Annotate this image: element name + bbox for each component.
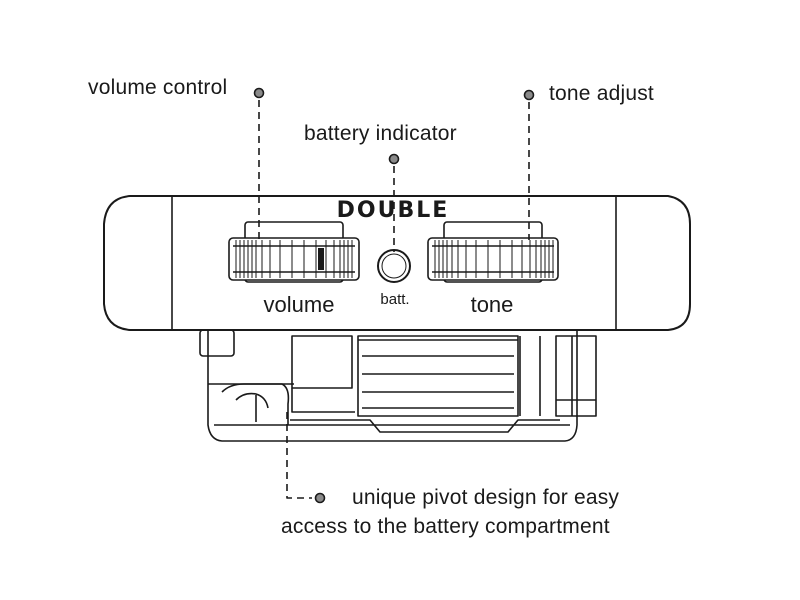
pivot-leader-line: [286, 412, 312, 499]
batt-label: batt.: [380, 291, 409, 308]
volume-label: volume: [264, 292, 335, 317]
pivot-design-callout-line2: access to the battery compartment: [281, 515, 610, 538]
device-top-panel: [103, 195, 691, 331]
volume-control-callout: volume control: [88, 76, 228, 99]
battery-compartment-housing: [199, 329, 597, 442]
tone-adjust-callout: tone adjust: [549, 82, 654, 105]
brand-logo: DOUBLE: [337, 198, 450, 223]
pivot-callout-dot: [314, 492, 326, 504]
pivot-design-callout-line1: unique pivot design for easy: [352, 486, 620, 509]
battery-callout-dot: [388, 153, 400, 165]
volume-wheel[interactable]: [228, 221, 360, 283]
tone-wheel[interactable]: [427, 221, 559, 283]
battery-indicator-callout: battery indicator: [304, 122, 457, 145]
battery-indicator-light: [377, 249, 411, 283]
volume-callout-dot: [253, 87, 265, 99]
tone-callout-dot: [523, 89, 535, 101]
tone-label: tone: [471, 292, 514, 317]
